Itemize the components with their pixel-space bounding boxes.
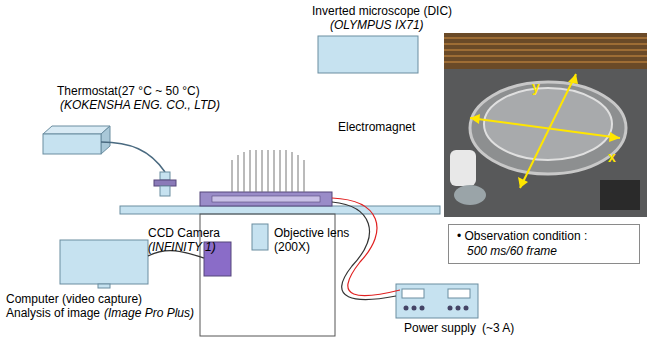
part-name: Electromagnet (338, 120, 415, 134)
instrument-name: Thermostat(27 °C ~ 50 °C) (57, 84, 200, 98)
thermostat-side (101, 126, 110, 154)
maker-name: (KOKENSHA ENG. CO., LTD) (60, 98, 220, 112)
thermostat-box (43, 134, 101, 154)
current-value: (~3 A) (482, 321, 514, 335)
thermostat-cable (101, 142, 165, 172)
note-box: • Observation condition :500 ms/60 frame (448, 224, 640, 264)
power-wire (332, 202, 396, 300)
instrument-name: Inverted microscope (DIC) (312, 4, 452, 18)
power-supply-display (448, 289, 470, 298)
power-supply (396, 284, 478, 318)
part-name: Objective lens (274, 226, 349, 240)
thermostat-top (43, 126, 110, 134)
electromagnet-body (200, 192, 332, 206)
model-name: (OLYMPUS IX71) (330, 18, 424, 32)
thermostat-connector (154, 180, 176, 186)
computer-monitor (60, 240, 148, 284)
model-name: (INFINITY 1) (148, 240, 216, 254)
electromagnet-core (212, 196, 320, 202)
function-name: Analysis of image (6, 306, 100, 320)
part-name: CCD Camera (148, 226, 220, 240)
apparatus-photo (444, 33, 647, 217)
microscope-stage (120, 206, 440, 214)
microscope-box (318, 36, 418, 73)
note-body: 500 ms/60 frame (457, 244, 631, 259)
instrument-name: Power supply (404, 321, 476, 335)
note-heading: • Observation condition : (457, 229, 631, 244)
thermostat-connector (160, 172, 170, 180)
axis-label: y (532, 80, 540, 94)
axis-label: x (608, 150, 616, 164)
software-name: (Image Pro Plus) (104, 306, 194, 320)
computer-stand (98, 284, 110, 288)
magnification: (200X) (274, 240, 310, 254)
instrument-name: Computer (video capture) (6, 292, 142, 306)
power-supply-display (402, 289, 424, 298)
power-supply-knobs (404, 306, 469, 311)
thermostat-connector (160, 186, 170, 196)
electromagnet-coil (232, 150, 304, 192)
objective-lens (252, 224, 268, 250)
